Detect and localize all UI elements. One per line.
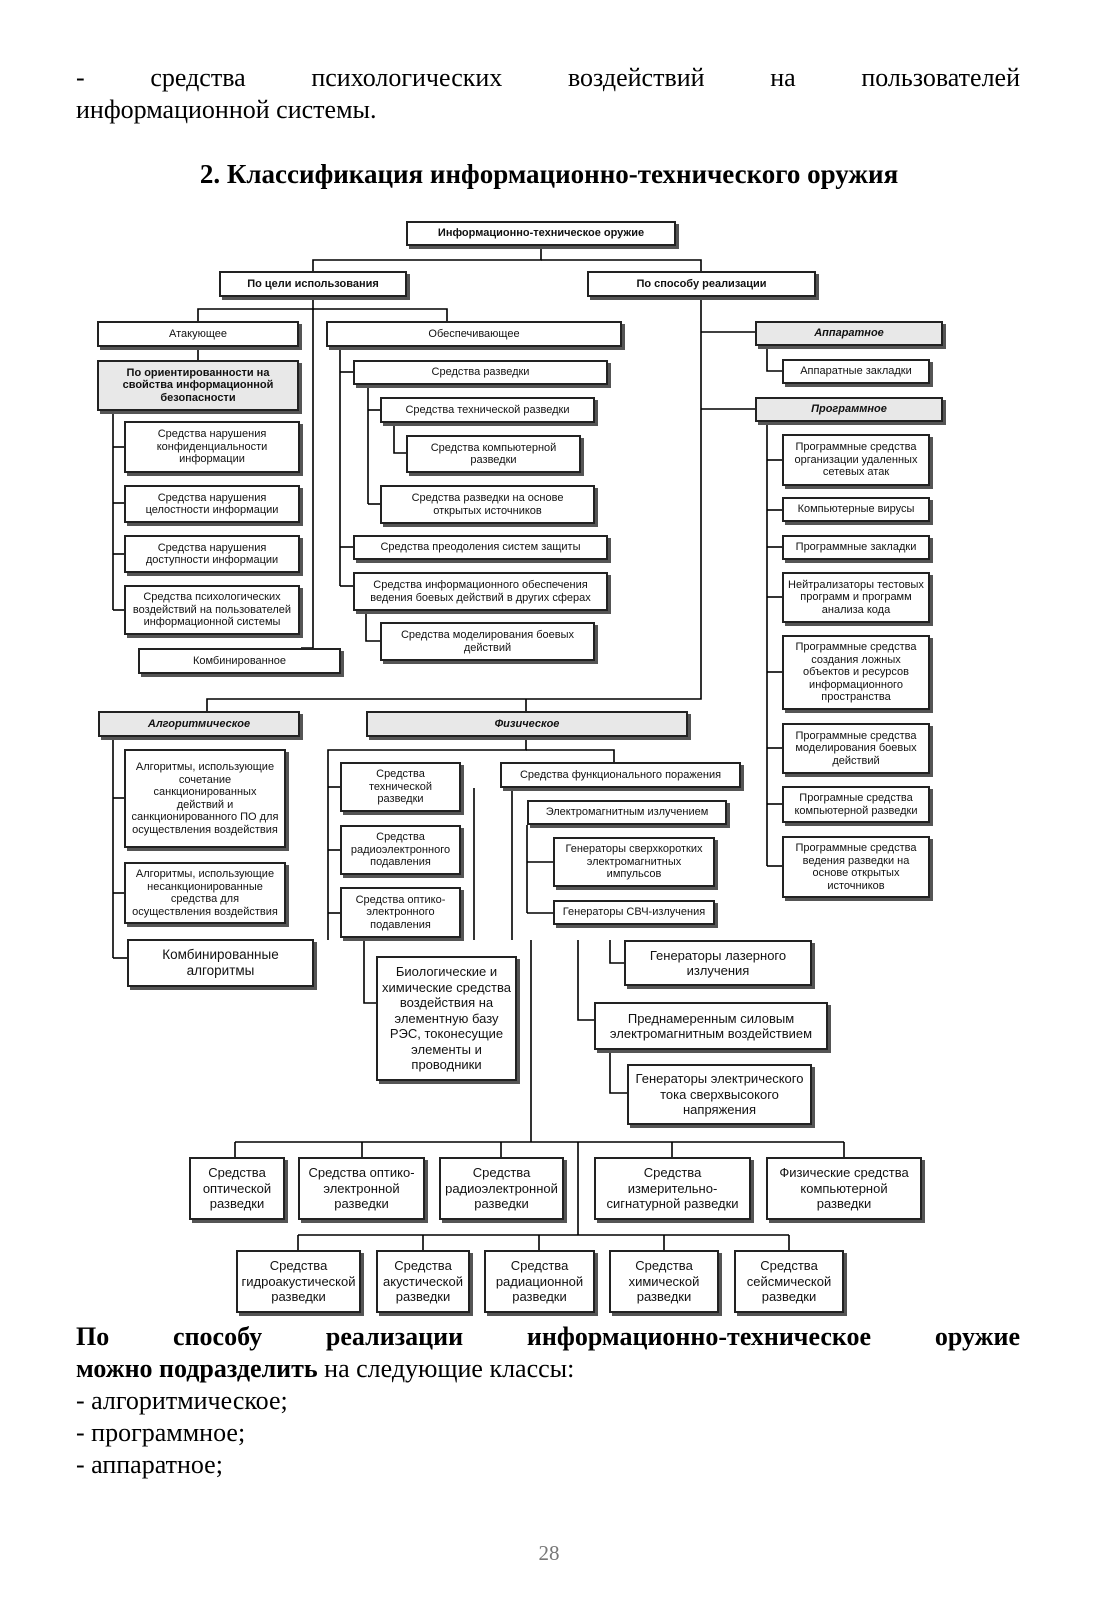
node-software: Программное bbox=[755, 397, 943, 422]
node-sw-osint: Программные средства ведения разведки на… bbox=[782, 836, 930, 898]
node-osint: Средства разведки на основе открытых ист… bbox=[380, 485, 595, 524]
node-chemical: Средства химической разведки bbox=[609, 1250, 719, 1313]
node-remote-attacks: Программные средства организации удаленн… bbox=[782, 434, 930, 486]
node-supporting: Обеспечивающее bbox=[326, 321, 622, 347]
node-integrity: Средства нарушения целостности информаци… bbox=[124, 485, 300, 523]
paragraph-line-1: По способу реализации информационно-техн… bbox=[76, 1322, 1020, 1351]
list-item: - аппаратное; bbox=[76, 1450, 223, 1479]
node-algorithmic: Алгоритмическое bbox=[98, 711, 300, 737]
node-functional-damage: Средства функционального поражения bbox=[500, 762, 741, 788]
node-false-objects: Программные средства создания ложных объ… bbox=[782, 635, 930, 710]
node-confidentiality: Средства нарушения конфиденциальности ин… bbox=[124, 421, 300, 473]
node-alg-unsanctioned: Алгоритмы, использующие несанкционирован… bbox=[124, 862, 286, 924]
node-radioelectronic-recon: Средства радиоэлектронной разведки bbox=[439, 1157, 564, 1220]
node-combat-modeling: Средства моделирования боевых действий bbox=[380, 622, 595, 661]
node-sw-comp-recon: Програмные средства компьютерной разведк… bbox=[782, 786, 930, 823]
paragraph-rest: на следующие классы: bbox=[317, 1354, 575, 1383]
node-deliberate-em: Преднамеренным силовым электромагнитным … bbox=[594, 1002, 828, 1050]
node-seismic: Средства сейсмической разведки bbox=[734, 1250, 844, 1313]
node-alg-combined: Комбинированные алгоритмы bbox=[127, 939, 314, 987]
paragraph-line-2: можно подразделить на следующие классы: bbox=[76, 1353, 574, 1385]
node-signature-recon: Средства измерительно-сигнатурной развед… bbox=[594, 1157, 751, 1220]
node-comp-recon: Средства компьютерной разведки bbox=[406, 435, 581, 473]
node-microwave: Генераторы СВЧ-излучения bbox=[553, 900, 715, 925]
node-bio-chem: Биологические и химические средства возд… bbox=[376, 956, 517, 1081]
node-availability: Средства нарушения доступности информаци… bbox=[124, 535, 300, 573]
node-root: Информационно-техническое оружие bbox=[406, 221, 676, 246]
node-attacking: Атакующее bbox=[97, 321, 299, 347]
node-phys-tech-recon: Средства технической разведки bbox=[340, 762, 461, 812]
node-radiation: Средства радиационной разведки bbox=[484, 1250, 595, 1313]
node-recon: Средства разведки bbox=[353, 360, 608, 385]
node-hydroacoustic: Средства гидроакустической разведки bbox=[236, 1250, 361, 1313]
node-hv-current: Генераторы электрического тока сверхвысо… bbox=[627, 1064, 812, 1125]
node-viruses: Компьютерные вирусы bbox=[782, 497, 930, 522]
node-acoustic: Средства акустической разведки bbox=[376, 1250, 470, 1313]
section-heading: 2. Классификация информационно-техническ… bbox=[199, 159, 899, 189]
node-alg-sanctioned: Алгоритмы, использующие сочетание санкци… bbox=[124, 749, 286, 848]
node-em-radiation: Электромагнитным излучением bbox=[527, 800, 727, 825]
node-tech-recon: Средства технической разведки bbox=[380, 397, 595, 423]
paragraph-bold-phrase: можно подразделить bbox=[76, 1354, 318, 1383]
node-ultrashort: Генераторы сверхкоротких электромагнитны… bbox=[553, 837, 715, 887]
node-psych: Средства психологических воздействий на … bbox=[124, 585, 300, 635]
node-phys-comp-recon: Физические средства компьютерной разведк… bbox=[766, 1157, 922, 1220]
node-info-support: Средства информационного обеспечения вед… bbox=[353, 572, 608, 611]
node-physical: Физическое bbox=[366, 711, 688, 737]
node-optical-recon: Средства оптической разведки bbox=[189, 1157, 285, 1220]
node-laser: Генераторы лазерного излучения bbox=[624, 940, 812, 986]
node-by-method: По способу реализации bbox=[587, 271, 816, 297]
intro-line-1: - средства психологических воздействий н… bbox=[76, 63, 1020, 92]
node-combined: Комбинированное bbox=[138, 648, 341, 674]
node-orientation: По ориентированности на свойства информа… bbox=[97, 360, 299, 411]
list-item: - алгоритмическое; bbox=[76, 1386, 288, 1415]
intro-line-2: информационной системы. bbox=[76, 95, 377, 124]
node-optoelectronic-recon: Средства оптико-электронной разведки bbox=[298, 1157, 425, 1220]
node-by-purpose: По цели использования bbox=[219, 271, 407, 297]
node-sw-bugs: Программные закладки bbox=[782, 535, 930, 560]
node-radio-suppression: Средства радиоэлектронного подавления bbox=[340, 825, 461, 875]
node-optoelectronic-suppression: Средства оптико-электронного подавления bbox=[340, 887, 461, 938]
node-hardware: Аппаратное bbox=[755, 321, 943, 346]
node-sw-modeling: Программные средства моделирования боевы… bbox=[782, 723, 930, 774]
list-item: - программное; bbox=[76, 1418, 246, 1447]
node-neutralizers: Нейтрализаторы тестовых программ и прогр… bbox=[782, 572, 930, 623]
page-number: 28 bbox=[538, 1541, 560, 1565]
node-overcome: Средства преодоления систем защиты bbox=[353, 535, 608, 560]
node-hw-bugs: Аппаратные закладки bbox=[782, 359, 930, 384]
